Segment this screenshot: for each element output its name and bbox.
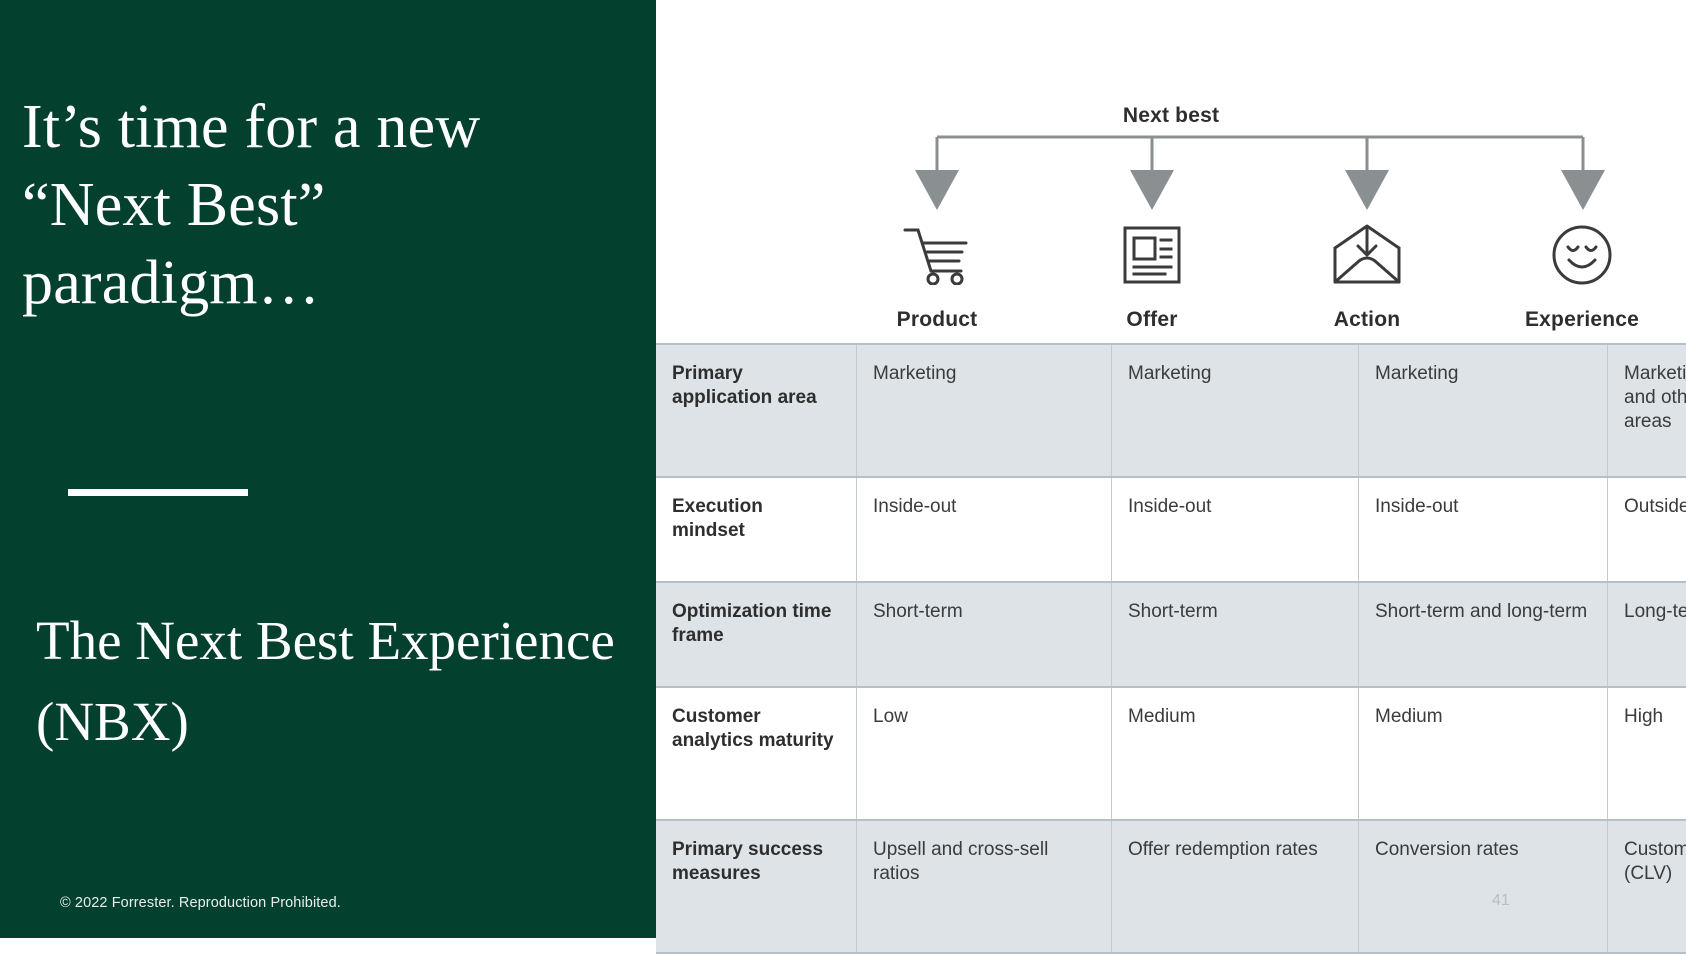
table-cell: Marketing, CX, service, and other operat… [1608, 344, 1686, 477]
table-cell: Inside-out [1359, 477, 1608, 582]
table-row: Primary success measures Upsell and cros… [656, 820, 1686, 953]
table-cell: Medium [1359, 687, 1608, 820]
table-cell: Low [857, 687, 1112, 820]
table-cell: Outside-in [1608, 477, 1686, 582]
table-cell: Inside-out [1112, 477, 1359, 582]
content-panel: Next best [656, 0, 1686, 938]
row-label: Primary success measures [656, 820, 857, 953]
table-cell: High [1608, 687, 1686, 820]
table-cell: Marketing [1359, 344, 1608, 477]
next-best-diagram: Next best [656, 0, 1686, 340]
table-cell: Short-term and long-term [1359, 582, 1608, 687]
row-label: Optimization time frame [656, 582, 857, 687]
bracket-connector-icon [656, 130, 1686, 215]
shopping-cart-icon [829, 222, 1045, 288]
comparison-table: Primary application area Marketing Marke… [656, 343, 1686, 954]
table-cell: Offer redemption rates [1112, 820, 1359, 953]
table-cell: Inside-out [857, 477, 1112, 582]
table-cell: Short-term [857, 582, 1112, 687]
table-cell: Long-term [1608, 582, 1686, 687]
table-row: Customer analytics maturity Low Medium M… [656, 687, 1686, 820]
diagram-title: Next best [656, 104, 1686, 128]
row-label: Execution mindset [656, 477, 857, 582]
table-cell: Medium [1112, 687, 1359, 820]
smiley-face-icon [1474, 222, 1686, 288]
row-label: Customer analytics maturity [656, 687, 857, 820]
table-cell: Marketing [857, 344, 1112, 477]
title-panel: It’s time for a new “Next Best” paradigm… [0, 0, 656, 938]
divider-rule [68, 489, 248, 496]
page-title: It’s time for a new “Next Best” paradigm… [22, 88, 622, 322]
table-row: Primary application area Marketing Marke… [656, 344, 1686, 477]
branch-label: Action [1259, 308, 1475, 332]
table-cell: Upsell and cross-sell ratios [857, 820, 1112, 953]
branch-label: Offer [1044, 308, 1260, 332]
table-row: Execution mindset Inside-out Inside-out … [656, 477, 1686, 582]
table-cell: Marketing [1112, 344, 1359, 477]
branch-product: Product [829, 222, 1045, 332]
row-label: Primary application area [656, 344, 857, 477]
branch-action: Action [1259, 222, 1475, 332]
copyright-notice: © 2022 Forrester. Reproduction Prohibite… [60, 895, 341, 911]
table-cell: Conversion rates [1359, 820, 1608, 953]
article-document-icon [1044, 222, 1260, 288]
table-cell: Short-term [1112, 582, 1359, 687]
branch-offer: Offer [1044, 222, 1260, 332]
table-cell: Customer lifetime value (CLV) [1608, 820, 1686, 953]
open-envelope-download-icon [1259, 222, 1475, 288]
branch-label: Experience [1474, 308, 1686, 332]
slide-number: 41 [1492, 892, 1510, 910]
subtitle: The Next Best Experience (NBX) [36, 600, 616, 763]
branch-experience: Experience [1474, 222, 1686, 332]
branch-label: Product [829, 308, 1045, 332]
table-row: Optimization time frame Short-term Short… [656, 582, 1686, 687]
